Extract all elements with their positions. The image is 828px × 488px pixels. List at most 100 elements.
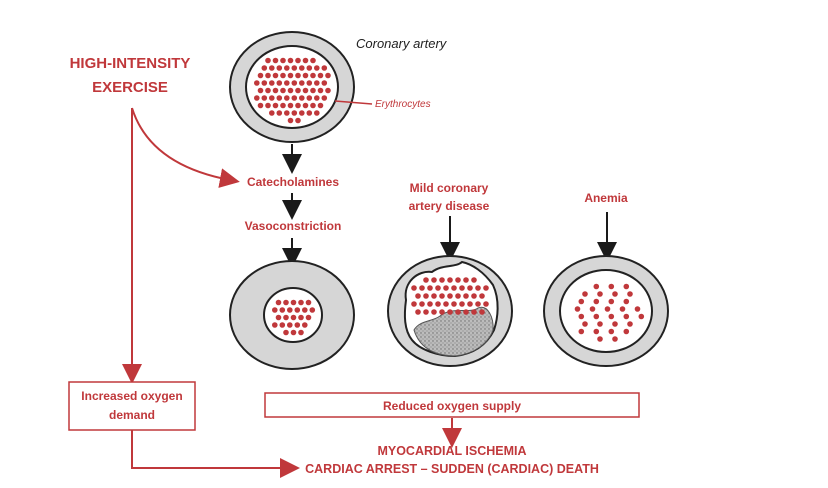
- erythrocyte-dot: [317, 87, 324, 94]
- erythrocyte-dot: [604, 306, 611, 312]
- erythrocyte-dot: [279, 322, 286, 328]
- erythrocyte-dot: [443, 301, 449, 307]
- erythrocyte-dot: [294, 322, 301, 328]
- erythrocyte-cluster: [411, 277, 489, 315]
- erythrocyte-dot: [459, 301, 465, 307]
- erythrocyte-dot: [299, 65, 305, 71]
- erythrocyte-dot: [589, 306, 596, 312]
- coronary-artery-label: Coronary artery: [356, 36, 448, 51]
- erythrocyte-dot: [475, 285, 481, 291]
- erythrocyte-dot: [593, 328, 600, 335]
- erythrocyte-dot: [269, 80, 275, 86]
- erythrocyte-dot: [284, 95, 290, 101]
- erythrocyte-dot: [272, 322, 278, 328]
- erythrocyte-dot: [269, 110, 275, 116]
- erythrocyte-dot: [578, 328, 585, 335]
- erythrocyte-dot: [415, 309, 421, 315]
- erythrocytes-pointer: [334, 100, 373, 105]
- erythrocyte-dot: [608, 328, 615, 335]
- erythrocyte-dot: [279, 307, 286, 313]
- erythrocyte-dot: [623, 283, 630, 290]
- erythrocyte-dot: [321, 95, 328, 101]
- erythrocyte-dot: [295, 87, 301, 94]
- erythrocyte-dot: [276, 110, 283, 116]
- erythrocytes-label: Erythrocytes: [375, 99, 431, 110]
- erythrocyte-dot: [306, 110, 313, 116]
- increased-demand-line2: demand: [109, 408, 155, 422]
- erythrocyte-dot: [317, 72, 324, 79]
- trigger-title-line1: HIGH-INTENSITY: [70, 55, 191, 72]
- erythrocyte-dot: [623, 298, 630, 305]
- erythrocyte-dot: [294, 307, 301, 313]
- catecholamines-label: Catecholamines: [247, 175, 339, 189]
- erythrocyte-dot: [623, 328, 630, 335]
- erythrocyte-dot: [597, 291, 603, 297]
- erythrocyte-dot: [302, 72, 309, 79]
- erythrocyte-dot: [593, 283, 600, 290]
- erythrocyte-dot: [272, 307, 278, 313]
- erythrocyte-dot: [291, 65, 298, 71]
- erythrocyte-dot: [479, 293, 485, 299]
- erythrocyte-dot: [463, 277, 469, 283]
- erythrocyte-dot: [290, 314, 297, 321]
- erythrocyte-dot: [608, 313, 615, 320]
- erythrocyte-dot: [306, 80, 313, 86]
- erythrocyte-cluster: [574, 283, 645, 342]
- erythrocyte-dot: [459, 285, 465, 291]
- erythrocyte-dot: [272, 102, 279, 109]
- erythrocyte-dot: [283, 314, 289, 321]
- mild-cad-label-line2: artery disease: [409, 199, 490, 213]
- erythrocyte-dot: [265, 102, 271, 109]
- erythrocyte-dot: [608, 298, 615, 305]
- erythrocyte-dot: [283, 329, 289, 336]
- erythrocyte-dot: [287, 57, 294, 64]
- outcome-ischemia: MYOCARDIAL ISCHEMIA: [377, 444, 526, 458]
- erythrocyte-dot: [411, 301, 417, 307]
- arrow-exercise-to-catecholamines: [131, 107, 240, 188]
- erythrocyte-dot: [287, 87, 294, 94]
- erythrocyte-dot: [275, 314, 282, 321]
- trigger-title-line2: EXERCISE: [92, 79, 168, 96]
- erythrocyte-dot: [253, 80, 260, 86]
- erythrocyte-dot: [276, 65, 283, 71]
- erythrocyte-dot: [291, 110, 298, 116]
- normal-coronary-artery-icon: [229, 31, 355, 143]
- erythrocyte-dot: [302, 322, 308, 328]
- erythrocyte-dot: [634, 306, 641, 312]
- erythrocyte-dot: [265, 87, 271, 94]
- erythrocyte-dot: [439, 277, 445, 283]
- erythrocyte-dot: [265, 57, 271, 64]
- erythrocyte-dot: [291, 80, 298, 86]
- erythrocyte-dot: [597, 321, 603, 327]
- erythrocyte-dot: [302, 307, 308, 313]
- erythrocyte-dot: [467, 285, 473, 291]
- erythrocyte-dot: [269, 95, 275, 101]
- erythrocyte-dot: [287, 72, 294, 79]
- erythrocyte-dot: [310, 102, 316, 109]
- erythrocyte-dot: [310, 57, 316, 64]
- erythrocyte-dot: [439, 309, 445, 315]
- erythrocyte-dot: [305, 314, 312, 321]
- reduced-supply-box: [264, 392, 640, 418]
- erythrocyte-dot: [272, 57, 279, 64]
- erythrocyte-dot: [299, 110, 305, 116]
- erythrocyte-dot: [314, 95, 320, 101]
- erythrocyte-dot: [423, 277, 429, 283]
- erythrocyte-dot: [582, 321, 588, 327]
- anemia-artery-icon: [543, 255, 669, 367]
- erythrocyte-dot: [423, 293, 429, 299]
- erythrocyte-dot: [427, 285, 433, 291]
- erythrocyte-dot: [439, 293, 445, 299]
- erythrocyte-dot: [479, 309, 485, 315]
- erythrocyte-dot: [582, 291, 588, 297]
- erythrocyte-dot: [619, 306, 626, 312]
- erythrocyte-dot: [627, 291, 633, 297]
- erythrocyte-dot: [475, 301, 481, 307]
- mild-cad-label-line1: Mild coronary: [410, 181, 489, 195]
- vasoconstriction-label: Vasoconstriction: [245, 219, 342, 233]
- erythrocyte-dot: [612, 336, 618, 342]
- erythrocyte-dot: [280, 57, 286, 64]
- erythrocyte-dot: [276, 95, 283, 101]
- erythrocyte-dot: [578, 313, 585, 320]
- erythrocyte-dot: [612, 321, 618, 327]
